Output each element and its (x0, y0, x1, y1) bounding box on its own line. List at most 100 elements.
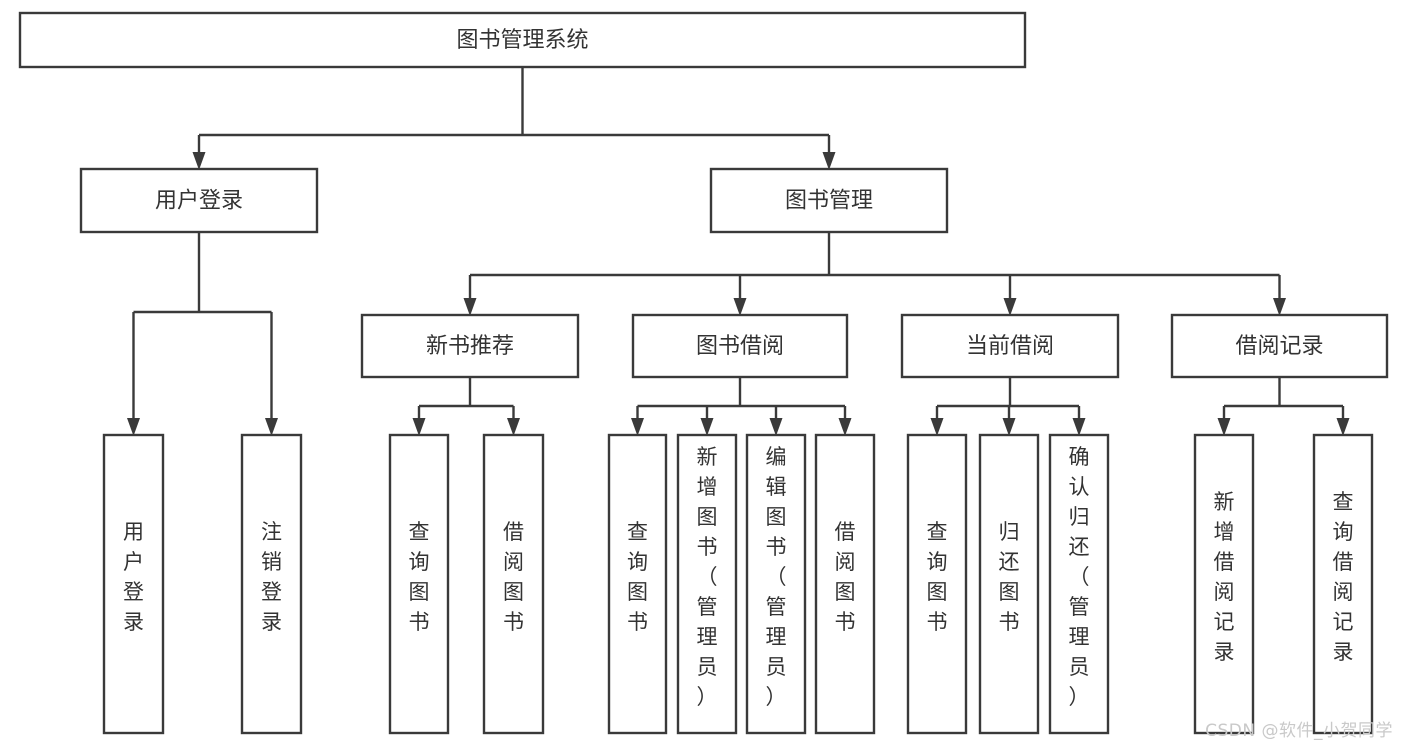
node-label-char: 图 (835, 580, 856, 604)
node-label-char: 图 (999, 580, 1020, 604)
node-label-char: ） (766, 685, 787, 709)
node-leaf-return-book[interactable]: 归还图书 (978, 433, 1040, 735)
node-label-char: 录 (1333, 640, 1354, 664)
node-label-char: （ (1069, 565, 1090, 589)
node-leaf-user-login[interactable]: 用户登录 (102, 433, 165, 735)
node-current-borrow[interactable]: 当前借阅 (900, 313, 1120, 379)
node-label-char: 阅 (503, 550, 524, 574)
node-label-char: 员 (766, 655, 787, 679)
node-label-char: 管 (766, 595, 787, 619)
node-label-char: 书 (697, 535, 718, 559)
node-label-char: 登 (123, 580, 144, 604)
node-user-login[interactable]: 用户登录 (79, 167, 319, 234)
node-label: 当前借阅 (966, 334, 1054, 359)
node-leaf-add-borrow-record[interactable]: 新增借阅记录 (1193, 433, 1255, 735)
node-label-char: 书 (503, 610, 524, 634)
node-label-char: 图 (409, 580, 430, 604)
arrow-head-icon (733, 298, 747, 316)
node-label: 图书管理系统 (456, 28, 588, 53)
connector-group (1217, 377, 1350, 436)
node-label: 图书管理 (785, 189, 873, 214)
connector-group (631, 377, 852, 436)
arrow-head-icon (1273, 298, 1286, 316)
node-label-char: 借 (1214, 550, 1235, 574)
node-label: 新增借阅记录 (1214, 490, 1235, 664)
node-label: 查询图书 (627, 520, 648, 634)
node-label-char: 查 (627, 520, 648, 544)
node-label-char: ） (1069, 685, 1090, 709)
node-label-char: 管 (1069, 595, 1090, 619)
node-label-char: 辑 (766, 475, 787, 499)
node-label: 编辑图书（管理员） (766, 445, 787, 709)
node-label: 注销登录 (261, 520, 282, 634)
node-leaf-query-book-borrow[interactable]: 查询图书 (607, 433, 668, 735)
node-leaf-query-book-recommend[interactable]: 查询图书 (388, 433, 450, 735)
arrow-head-icon (507, 418, 520, 436)
node-label-char: 图 (766, 505, 787, 529)
arrow-head-icon (1336, 418, 1350, 436)
node-label-char: 查 (409, 520, 430, 544)
node-box (1312, 433, 1374, 735)
connector-group (463, 232, 1286, 316)
connector-group (192, 67, 836, 170)
node-leaf-edit-book-admin[interactable]: 编辑图书（管理员） (745, 433, 807, 735)
node-label-char: 借 (503, 520, 524, 544)
node-book-borrow[interactable]: 图书借阅 (631, 313, 849, 379)
arrow-head-icon (631, 418, 644, 436)
node-box (1170, 313, 1389, 379)
node-label-char: 询 (627, 550, 648, 574)
arrow-head-icon (412, 418, 426, 436)
node-label-char: 图 (697, 505, 718, 529)
arrow-head-icon (838, 418, 852, 436)
node-label-char: 询 (927, 550, 948, 574)
node-label-char: 理 (697, 625, 718, 649)
node-box (900, 313, 1120, 379)
node-box (978, 433, 1040, 735)
node-leaf-add-book-admin[interactable]: 新增图书（管理员） (676, 433, 738, 735)
node-box (607, 433, 668, 735)
node-label-char: 还 (999, 550, 1020, 574)
node-label-char: 销 (261, 550, 282, 574)
node-box (102, 433, 165, 735)
node-leaf-query-borrow-record[interactable]: 查询借阅记录 (1312, 433, 1374, 735)
node-label-char: （ (766, 565, 787, 589)
node-new-book-recommend[interactable]: 新书推荐 (360, 313, 580, 379)
node-label-char: 记 (1333, 610, 1354, 634)
node-label: 新书推荐 (426, 334, 514, 359)
node-label-char: ） (697, 685, 718, 709)
node-leaf-query-book-current[interactable]: 查询图书 (906, 433, 968, 735)
connector-group (412, 377, 520, 436)
node-label-char: 书 (409, 610, 430, 634)
node-box (906, 433, 968, 735)
node-label: 查询借阅记录 (1333, 490, 1354, 664)
arrow-head-icon (192, 152, 206, 170)
node-label-char: 阅 (1333, 580, 1354, 604)
arrow-head-icon (1003, 298, 1017, 316)
arrow-head-icon (265, 418, 278, 436)
node-label-char: 户 (123, 550, 144, 574)
arrow-head-icon (463, 298, 477, 316)
arrow-head-icon (700, 418, 714, 436)
node-leaf-borrow-book-recommend[interactable]: 借阅图书 (482, 433, 545, 735)
node-label-char: 询 (1333, 520, 1354, 544)
node-label: 确认归还（管理员） (1069, 445, 1090, 709)
node-label-char: 图 (927, 580, 948, 604)
node-label-char: 还 (1069, 535, 1090, 559)
node-leaf-user-logout[interactable]: 注销登录 (240, 433, 303, 735)
node-label-char: 借 (1333, 550, 1354, 574)
node-leaf-borrow-book[interactable]: 借阅图书 (814, 433, 876, 735)
node-leaf-confirm-return-admin[interactable]: 确认归还（管理员） (1048, 433, 1110, 735)
node-root[interactable]: 图书管理系统 (18, 11, 1027, 69)
node-book-management[interactable]: 图书管理 (709, 167, 949, 234)
node-label-char: 新 (697, 445, 718, 469)
arrow-head-icon (1217, 418, 1231, 436)
node-label-char: 书 (835, 610, 856, 634)
node-label-char: 借 (835, 520, 856, 544)
node-box (709, 167, 949, 234)
node-label: 用户登录 (155, 189, 243, 214)
node-label-char: 理 (1069, 625, 1090, 649)
node-box (388, 433, 450, 735)
node-borrow-record[interactable]: 借阅记录 (1170, 313, 1389, 379)
node-label: 查询图书 (409, 520, 430, 634)
